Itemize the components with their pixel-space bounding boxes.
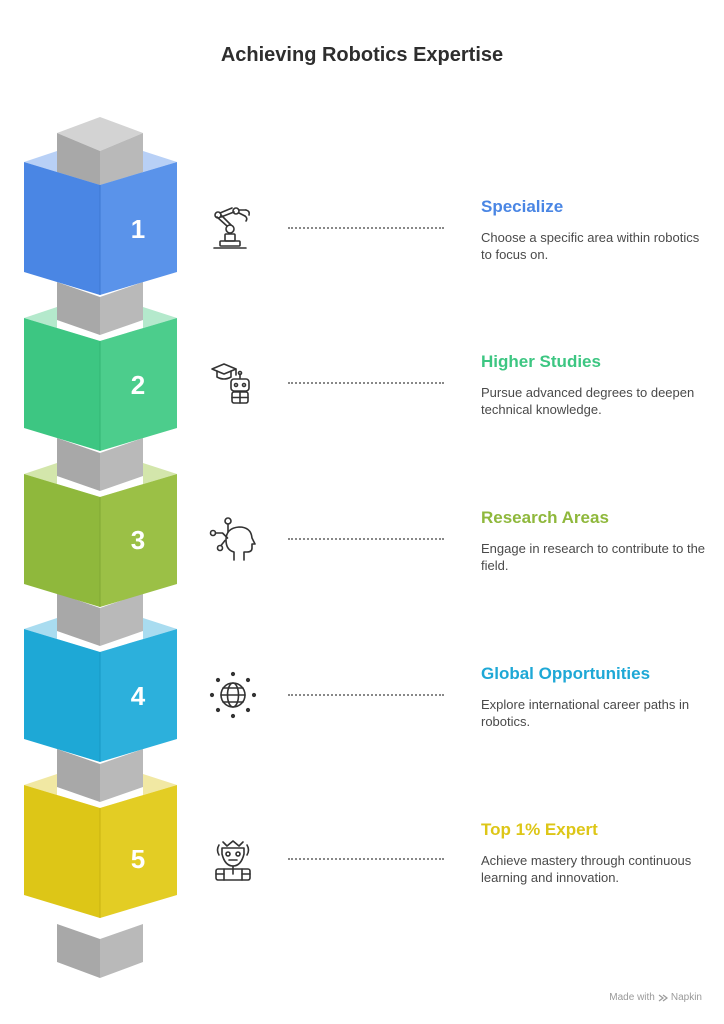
step-2-title: Higher Studies bbox=[481, 352, 601, 371]
page-title: Achieving Robotics Expertise bbox=[220, 44, 504, 66]
graduation-robot-icon bbox=[211, 363, 250, 404]
step-5-description: Achieve mastery through continuous learn… bbox=[481, 853, 692, 885]
step-1-number: 1 bbox=[131, 214, 145, 244]
cube-step-3: 3 bbox=[24, 463, 177, 607]
credit-brand: Napkin bbox=[670, 992, 702, 1003]
step-4-number: 4 bbox=[131, 681, 146, 711]
gray-column bbox=[57, 117, 143, 978]
robot-expert-icon bbox=[215, 840, 251, 881]
step-4-title: Global Opportunities bbox=[481, 664, 651, 683]
step-1-description: Choose a specific area within robotics t… bbox=[481, 230, 700, 262]
head-circuit-icon bbox=[209, 517, 256, 561]
globe-icon bbox=[209, 671, 257, 719]
connector-dots-3 bbox=[288, 538, 444, 540]
step-2-description: Pursue advanced degrees to deepen techni… bbox=[481, 385, 695, 417]
robotic-arm-icon bbox=[213, 207, 250, 249]
step-3-number: 3 bbox=[131, 525, 145, 555]
step-4-description: Explore international career paths in ro… bbox=[481, 697, 690, 729]
cube-step-2: 2 bbox=[24, 307, 177, 451]
step-3-description: Engage in research to contribute to the … bbox=[481, 541, 706, 573]
credit-text: Made with bbox=[609, 992, 655, 1003]
napkin-logo-icon bbox=[658, 994, 668, 1001]
connector-dots-2 bbox=[288, 382, 444, 384]
connector-dots-5 bbox=[288, 858, 444, 860]
cube-step-1: 1 bbox=[24, 151, 177, 295]
cube-step-4: 4 bbox=[24, 618, 177, 762]
connector-dots-4 bbox=[288, 694, 444, 696]
step-3-title: Research Areas bbox=[481, 508, 609, 527]
connector-dots-1 bbox=[288, 227, 444, 229]
step-1-title: Specialize bbox=[481, 197, 564, 216]
napkin-credit: Made with Napkin bbox=[609, 992, 702, 1003]
step-5-number: 5 bbox=[131, 844, 145, 874]
cube-step-5: 5 bbox=[24, 774, 177, 918]
step-2-number: 2 bbox=[131, 370, 145, 400]
step-5-title: Top 1% Expert bbox=[481, 820, 598, 839]
